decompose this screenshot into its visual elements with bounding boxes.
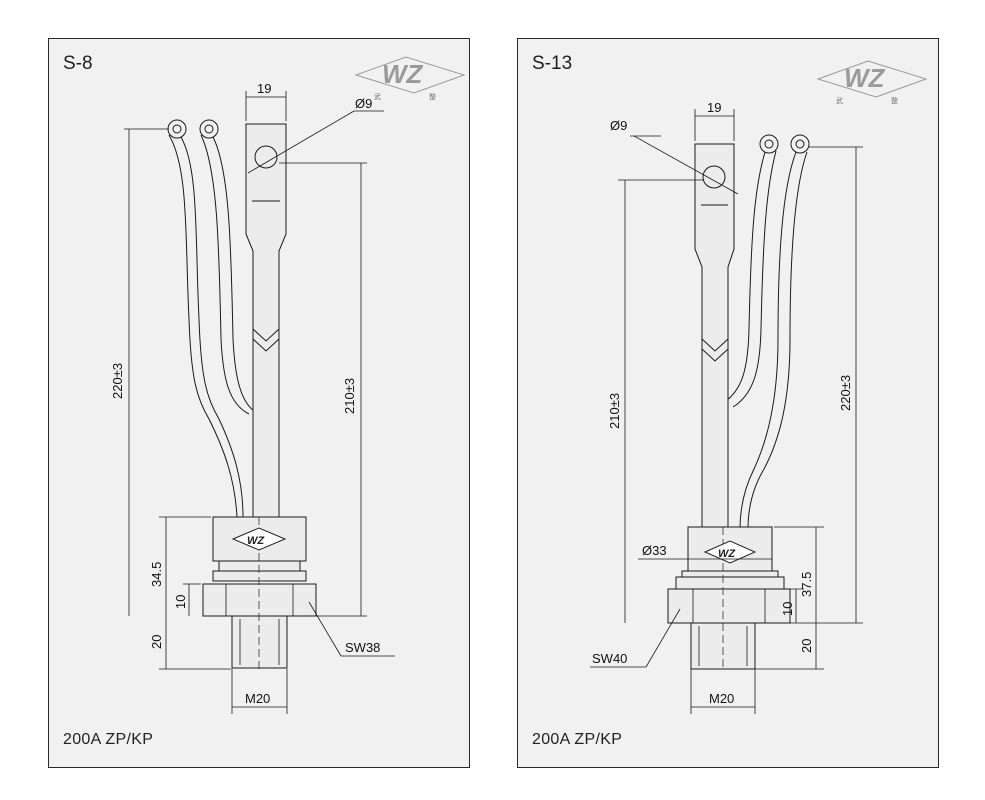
dim-hole: Ø9 <box>355 96 372 111</box>
model-code: S-13 <box>532 53 573 74</box>
dim-thread-length: 20 <box>149 635 164 649</box>
body-logo: WZ <box>718 548 736 560</box>
cathode-terminal <box>245 123 287 518</box>
dim-flange: 10 <box>780 602 795 616</box>
device-body: WZ <box>667 526 791 670</box>
dim-body: 37.5 <box>799 572 814 597</box>
dim-stud-length: 210±3 <box>607 393 622 429</box>
dimension-lines: 19 Ø9 220±3 210±3 34.5 10 20 <box>110 81 395 714</box>
drawing-panel-s8: S-8 WZ 武 整 <box>48 38 470 768</box>
logo-char-2: 整 <box>429 92 436 101</box>
technical-drawing: WZ 武 整 <box>110 56 466 714</box>
dim-width: 19 <box>707 100 721 115</box>
dim-wrench: SW38 <box>345 640 380 655</box>
dim-wrench: SW40 <box>592 651 627 666</box>
dim-thread: M20 <box>245 691 270 706</box>
logo-letters: WZ <box>844 63 886 93</box>
dimension-lines: 19 Ø9 210±3 220±3 Ø33 37.5 10 <box>590 100 863 714</box>
drawing-panel-s13: S-13 WZ 武 整 <box>517 38 939 768</box>
logo-letters: WZ <box>382 59 424 89</box>
wz-logo: WZ 武 整 <box>816 60 928 105</box>
dim-thread: M20 <box>709 691 734 706</box>
logo-char-2: 整 <box>891 96 898 105</box>
gate-leads <box>167 119 255 518</box>
dim-thread-length: 20 <box>799 639 814 653</box>
dim-stud-length: 210±3 <box>342 378 357 414</box>
device-rating: 200A ZP/KP <box>532 731 623 748</box>
logo-char-1: 武 <box>374 92 381 101</box>
dim-body: 34.5 <box>149 562 164 587</box>
dim-hole: Ø9 <box>610 118 627 133</box>
dim-overall: 220±3 <box>838 375 853 411</box>
cathode-terminal <box>694 143 735 530</box>
body-logo: WZ <box>247 535 265 547</box>
dim-width: 19 <box>257 81 271 96</box>
logo-char-1: 武 <box>836 96 843 105</box>
device-body: WZ <box>202 516 317 669</box>
model-code: S-8 <box>63 53 93 74</box>
technical-drawing: WZ 武 整 <box>590 60 928 714</box>
device-rating: 200A ZP/KP <box>63 731 154 748</box>
dim-diameter: Ø33 <box>642 543 667 558</box>
gate-leads <box>725 134 810 530</box>
wz-logo: WZ 武 整 <box>354 56 466 101</box>
dim-overall: 220±3 <box>110 363 125 399</box>
dim-flange: 10 <box>173 595 188 609</box>
